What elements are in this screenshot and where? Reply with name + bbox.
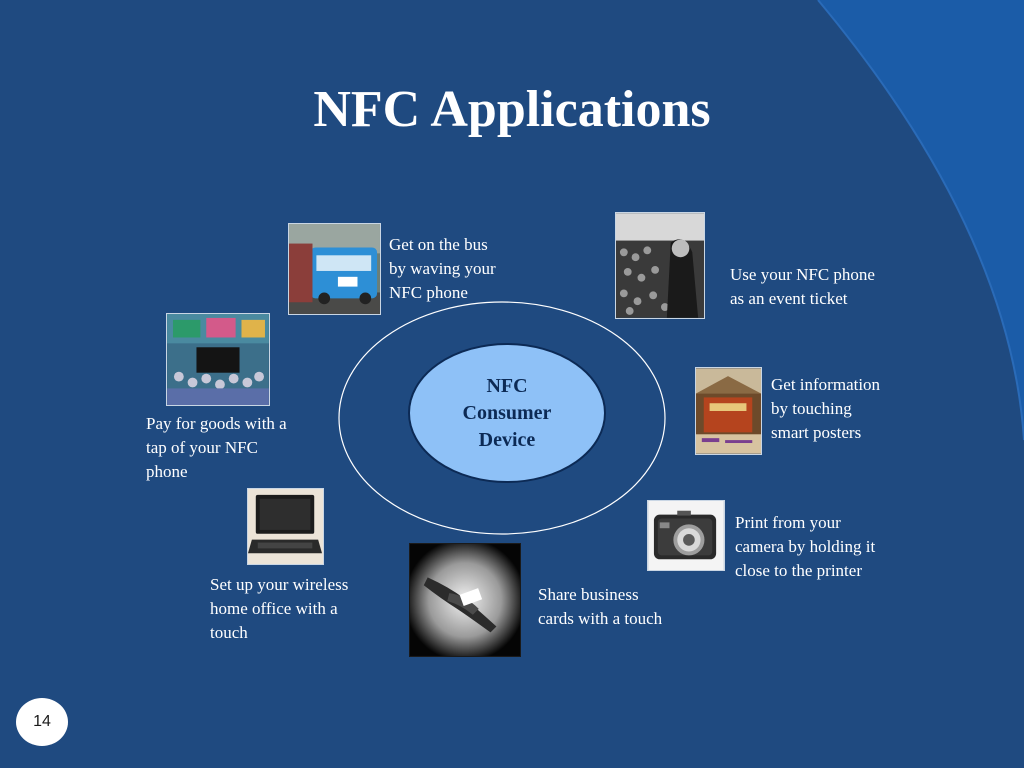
smart-poster-photo <box>695 367 762 455</box>
center-ellipse <box>408 343 606 483</box>
caption-bus: Get on the bus by waving your NFC phone <box>389 235 496 302</box>
caption-cards: Share business cards with a touch <box>538 585 663 628</box>
caption-camera: Print from your camera by holding it clo… <box>735 513 876 580</box>
right-accent-band <box>818 0 1024 440</box>
market-crowd-photo <box>166 313 270 406</box>
digital-camera-photo <box>647 500 725 571</box>
outer-ellipse <box>338 301 666 535</box>
caption-pay: Pay for goods with a tap of your NFC pho… <box>146 414 287 481</box>
handshake-photo <box>409 543 521 657</box>
caption-ticket: Use your NFC phone as an event ticket <box>730 265 875 308</box>
bus-photo <box>288 223 381 315</box>
page-number: 14 <box>16 698 68 746</box>
caption-office: Set up your wireless home office with a … <box>210 575 349 642</box>
laptop-photo <box>247 488 324 565</box>
caption-poster: Get information by touching smart poster… <box>771 375 881 442</box>
center-device-label: NFC Consumer Device <box>462 374 552 451</box>
slide-title: NFC Applications <box>313 81 711 138</box>
crowd-event-photo <box>615 212 705 319</box>
